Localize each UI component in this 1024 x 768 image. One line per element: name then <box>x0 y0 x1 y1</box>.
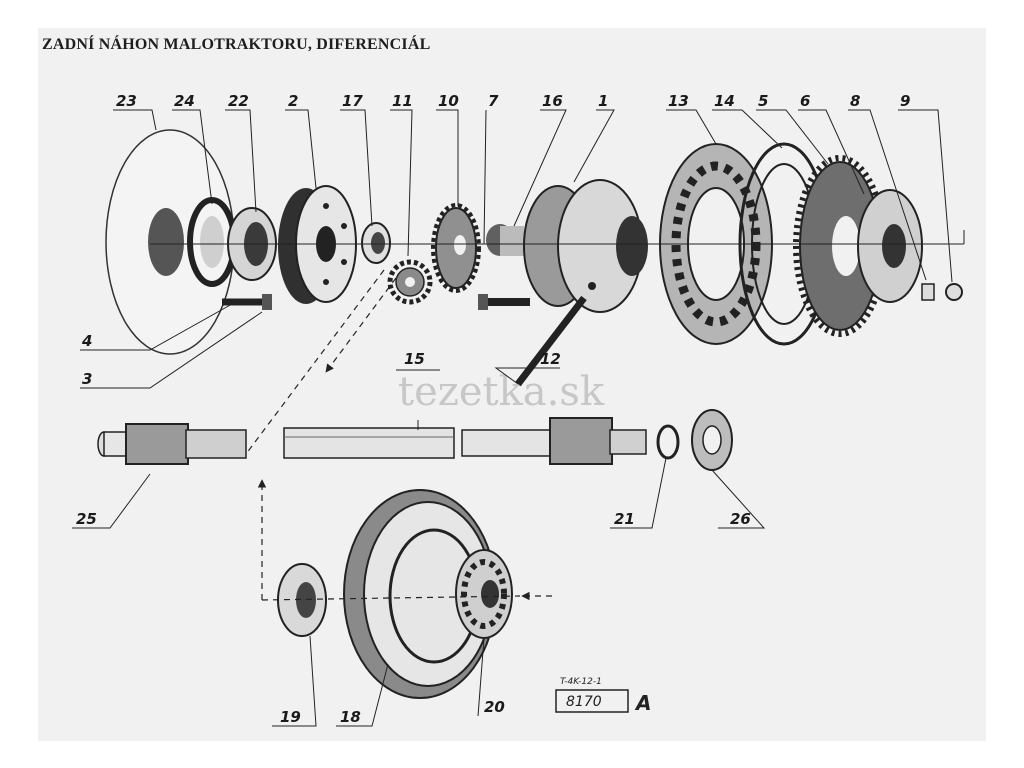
callout-15: 15 <box>404 350 425 368</box>
part-21-ring <box>656 424 680 460</box>
callout-22: 22 <box>228 92 249 110</box>
part-6-flange <box>857 189 923 303</box>
part-16-shaft <box>486 224 524 256</box>
assembly-paths <box>245 269 552 601</box>
callout-13: 13 <box>668 92 689 110</box>
callout-1: 1 <box>598 92 608 110</box>
part-15-shaft <box>283 417 647 465</box>
part-26-bearing <box>691 409 733 471</box>
leader-lines <box>72 109 953 727</box>
drawing-code: T-4K-12-1 <box>560 677 602 687</box>
callout-8: 8 <box>850 92 860 110</box>
watermark: tezetka.sk <box>398 369 605 415</box>
callout-14: 14 <box>714 92 735 110</box>
part-4-bolt <box>222 294 272 310</box>
part-10-pinion <box>431 203 481 293</box>
part-12-pin <box>515 295 587 387</box>
callout-11: 11 <box>392 92 413 110</box>
callout-25: 25 <box>76 510 97 528</box>
page-title: ZADNÍ NÁHON MALOTRAKTORU, DIFERENCIÁL <box>42 36 431 53</box>
callout-2: 2 <box>288 92 298 110</box>
callout-9: 9 <box>900 92 910 110</box>
callout-7: 7 <box>488 92 499 110</box>
part-2-flange <box>278 185 357 304</box>
part-number: 8170 <box>566 694 602 710</box>
part-9-nut <box>945 283 963 301</box>
part-17-bushing <box>361 222 391 264</box>
callout-19: 19 <box>280 708 301 726</box>
callout-23: 23 <box>116 92 137 110</box>
callout-labels: 23 24 22 2 17 11 10 7 16 1 13 14 5 6 8 9… <box>76 92 910 726</box>
callout-18: 18 <box>340 708 361 726</box>
callout-10: 10 <box>438 92 459 110</box>
part-11-pinion <box>387 259 433 305</box>
part-18-pulley <box>343 489 497 699</box>
part-7-bolt <box>478 294 530 310</box>
callout-5: 5 <box>758 92 768 110</box>
callout-16: 16 <box>542 92 563 110</box>
callout-26: 26 <box>730 510 751 528</box>
callout-21: 21 <box>614 510 635 528</box>
callout-6: 6 <box>800 92 810 110</box>
callout-20: 20 <box>484 698 505 716</box>
revision-letter: A <box>634 691 651 715</box>
part-number-box <box>555 689 629 713</box>
callout-12: 12 <box>540 350 561 368</box>
callout-4: 4 <box>81 332 92 350</box>
callout-17: 17 <box>342 92 363 110</box>
callout-24: 24 <box>174 92 195 110</box>
part-25-shaft <box>97 423 247 465</box>
part-1-housing <box>523 179 648 313</box>
part-20-bearing <box>455 549 513 639</box>
callout-3: 3 <box>82 370 92 388</box>
part-23-disc <box>105 129 235 355</box>
part-8-washer <box>921 283 935 301</box>
